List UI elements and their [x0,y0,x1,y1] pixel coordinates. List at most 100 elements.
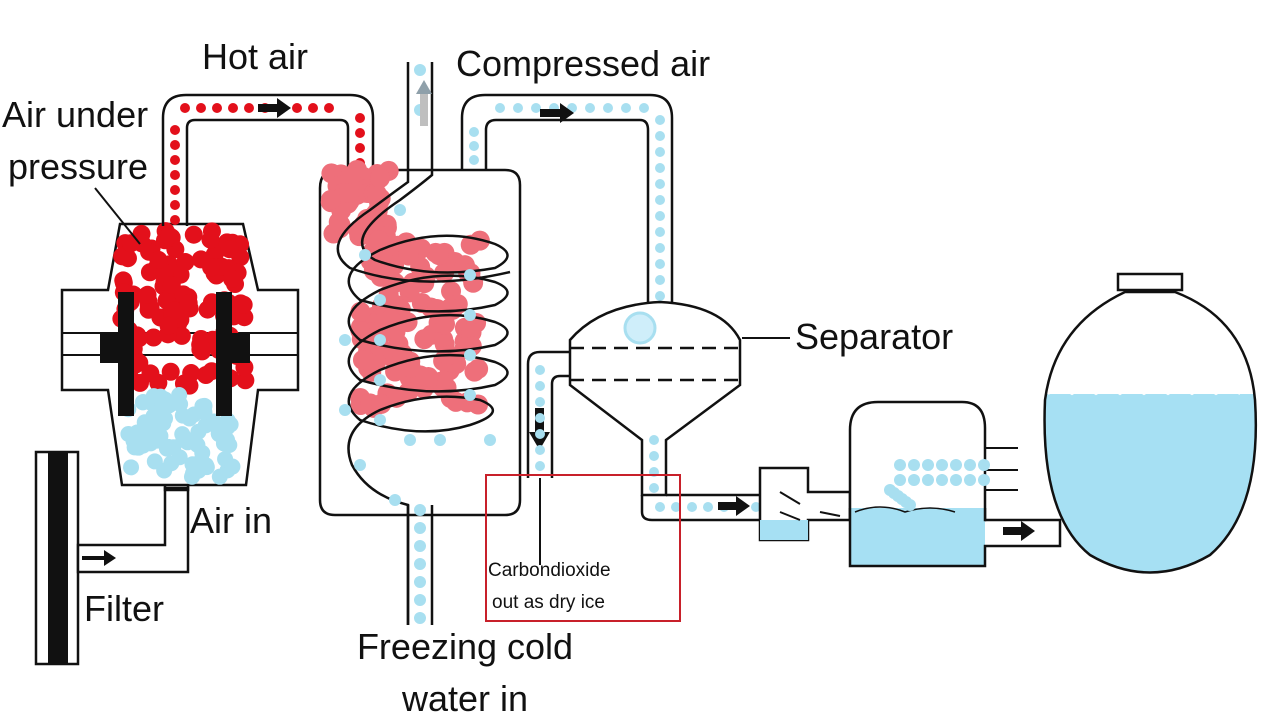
particle [228,103,238,113]
particle [339,404,351,416]
particle [427,298,448,319]
particle [320,189,341,210]
particle [964,474,976,486]
cold-water-dots [339,64,496,506]
particle [936,474,948,486]
freezing-cold-label-line2: water in [401,678,529,719]
particle [170,125,180,135]
particle [292,103,302,113]
filter-label: Filter [84,588,164,629]
particle [224,458,241,475]
particle [978,459,990,471]
particle [165,439,182,456]
particle [219,412,236,429]
particle [355,128,365,138]
particle [179,293,198,312]
particle [398,381,419,402]
particle [655,502,665,512]
particle [414,576,426,588]
separator-label: Separator [795,316,954,357]
hot-air-pipe [161,93,375,226]
particle [655,163,665,173]
particle [172,326,191,345]
particle [414,329,435,350]
particle [400,357,421,378]
particle [161,362,180,381]
particle [174,426,191,443]
particle [369,168,390,189]
particle [464,389,476,401]
particle [170,185,180,195]
particle [469,141,479,151]
particle [184,225,203,244]
particle [192,453,209,470]
particle [350,301,371,322]
dry-ice-highlight-box [485,474,681,622]
compressed-air-label: Compressed air [456,43,711,84]
particle [440,388,461,409]
compressed-air-pipe [460,93,674,302]
particle [978,474,990,486]
particle [649,435,659,445]
particle [655,131,665,141]
cold-water-inlet [414,504,426,624]
particle [414,540,426,552]
particle [354,459,366,471]
particle [434,434,446,446]
dry-ice-label-line2: out as dry ice [492,592,605,613]
particle [398,245,419,266]
particle [950,474,962,486]
particle [352,349,373,370]
particle [649,451,659,461]
particle [894,474,906,486]
particle [212,103,222,113]
compressor [60,222,300,492]
particle [469,155,479,165]
particle [922,459,934,471]
particle [535,397,545,407]
particle [671,502,681,512]
air-in-label: Air in [190,500,273,541]
particle [222,269,241,288]
particle [687,502,697,512]
particle [355,113,365,123]
particle [908,474,920,486]
particle [703,502,713,512]
particle [170,170,180,180]
particle [366,183,387,204]
particle [603,103,613,113]
particle [655,291,665,301]
particle [170,200,180,210]
compressor-cold-air [120,387,241,485]
cooling-coil [336,62,511,625]
particle [359,249,371,261]
particle [513,103,523,113]
particle [138,285,157,304]
filter-unit [34,450,190,666]
particle [211,468,228,485]
particle [535,429,545,439]
particle [535,381,545,391]
particle [374,414,386,426]
particle [414,612,426,624]
particle [201,230,220,249]
particle [655,179,665,189]
particle [535,413,545,423]
particle [191,335,210,354]
particle [414,64,426,76]
particle [751,502,761,512]
particle [922,474,934,486]
particle [655,115,665,125]
particle [535,445,545,455]
particle [244,103,254,113]
particle [159,316,178,335]
particle [371,393,392,414]
particle [308,103,318,113]
particle [374,374,386,386]
particle [469,127,479,137]
particle [655,243,665,253]
particle [414,504,426,516]
particle [170,215,180,225]
particle [374,294,386,306]
particle [340,165,361,186]
